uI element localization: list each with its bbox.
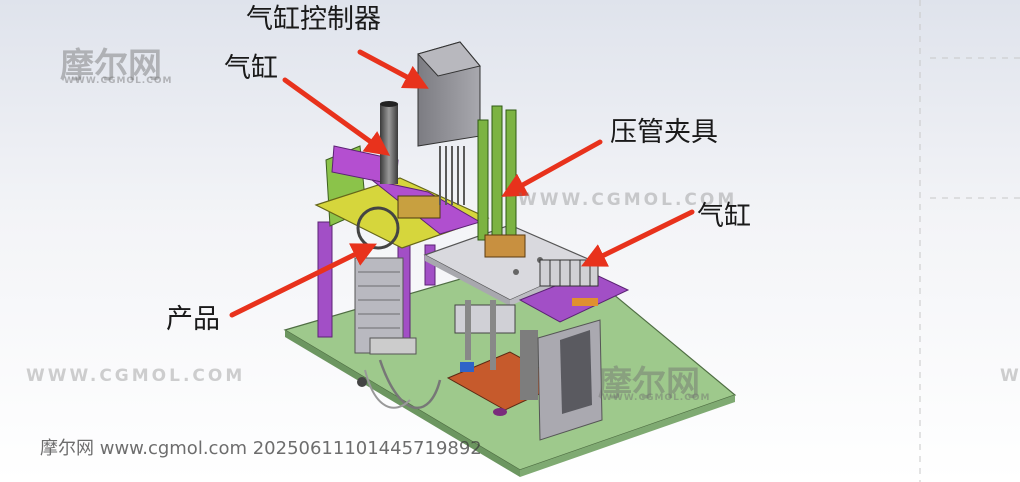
clamp-jaw bbox=[484, 234, 526, 258]
arrow-to-top-cylinder bbox=[282, 77, 391, 156]
air-hose bbox=[364, 369, 411, 409]
watermark-site: WWW.CGMOL.COM bbox=[26, 366, 246, 386]
blue-block bbox=[460, 362, 474, 372]
grey-bracket-dark bbox=[560, 330, 592, 414]
plate-hole bbox=[513, 269, 519, 275]
left-cylinder-top bbox=[380, 101, 398, 107]
label-cylinder-right: 气缸 bbox=[697, 201, 751, 232]
fixture-ring bbox=[356, 206, 400, 250]
arrow-to-product bbox=[229, 243, 377, 318]
watermark-logo: 摩尔网 bbox=[598, 364, 700, 404]
fixture-detail bbox=[397, 195, 441, 219]
watermark-logo: 摩尔网 bbox=[60, 46, 162, 86]
watermark-site-small: WWW.CGMOL.COM bbox=[64, 76, 173, 86]
clamp-rod bbox=[477, 119, 489, 241]
arrow-to-controller bbox=[357, 49, 429, 89]
arrow-to-right-cylinder bbox=[581, 209, 695, 267]
spring-guide bbox=[465, 300, 471, 360]
post bbox=[520, 330, 538, 400]
valve-base bbox=[369, 337, 417, 355]
watermark-site: WWW.CGMOL.COM bbox=[518, 190, 738, 210]
air-hose bbox=[378, 359, 442, 409]
pin bbox=[493, 408, 507, 416]
footer-watermark: 摩尔网 www.cgmol.com 20250611101445719892 bbox=[40, 438, 482, 459]
base-plate-edge bbox=[285, 330, 520, 477]
valve-lines bbox=[358, 271, 400, 329]
purple-leg bbox=[317, 221, 333, 338]
fitting bbox=[357, 377, 367, 387]
label-cylinder-controller: 气缸控制器 bbox=[246, 4, 381, 35]
watermark-site-small: WWW.CGMOL.COM bbox=[602, 393, 711, 403]
spring-guide bbox=[490, 300, 496, 370]
controller-box-top bbox=[417, 41, 481, 77]
label-product: 产品 bbox=[166, 304, 220, 335]
arrow-to-clamp bbox=[501, 139, 603, 197]
orange-strip bbox=[572, 298, 598, 306]
controller-cables bbox=[439, 146, 465, 205]
watermark-site: W bbox=[1000, 366, 1020, 386]
label-clamp-fixture: 压管夹具 bbox=[610, 117, 718, 148]
label-cylinder-top: 气缸 bbox=[224, 53, 278, 84]
base-plate-edge bbox=[520, 395, 735, 477]
valve-stack bbox=[354, 257, 404, 354]
central-plate-edge bbox=[425, 255, 510, 306]
